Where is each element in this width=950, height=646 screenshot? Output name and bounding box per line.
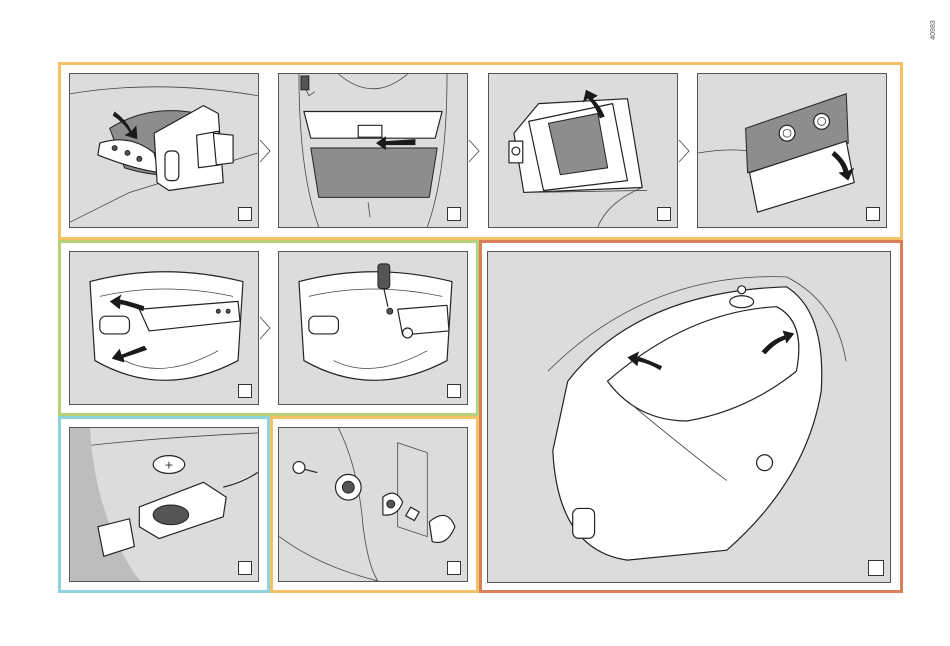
step-checkbox (447, 207, 461, 221)
step-panel-5 (69, 251, 259, 405)
chevron-right-icon (468, 139, 480, 163)
step-panel-9 (487, 251, 891, 583)
chevron-right-icon (259, 139, 271, 163)
battery-replace-illustration: + (70, 428, 258, 581)
helmet-headgear-fit-illustration (488, 252, 890, 582)
cover-lens-slide-out-illustration (279, 74, 467, 227)
step-panel-8 (278, 427, 468, 582)
chevron-right-icon (259, 316, 271, 340)
filter-cassette-lift-illustration (489, 74, 677, 227)
step-checkbox (868, 560, 884, 576)
svg-text:+: + (164, 458, 173, 471)
step-checkbox (866, 207, 880, 221)
step-checkbox (447, 561, 461, 575)
chevron-right-icon (678, 139, 690, 163)
step-panel-6 (278, 251, 468, 405)
filter-lens-remove-illustration (698, 74, 886, 227)
step-checkbox (238, 561, 252, 575)
step-panel-2 (278, 73, 468, 228)
step-checkbox (447, 384, 461, 398)
step-panel-7: + (69, 427, 259, 582)
headgear-screw-illustration (279, 252, 467, 404)
step-checkbox (238, 384, 252, 398)
headgear-release-illustration (70, 252, 258, 404)
step-panel-4 (697, 73, 887, 228)
step-panel-3 (488, 73, 678, 228)
headband-adjust-illustration (70, 74, 258, 227)
step-checkbox (238, 207, 252, 221)
side-knob-assembly-illustration (279, 428, 467, 581)
step-panel-1 (69, 73, 259, 228)
document-id-label: 40983 (924, 18, 944, 42)
step-checkbox (657, 207, 671, 221)
